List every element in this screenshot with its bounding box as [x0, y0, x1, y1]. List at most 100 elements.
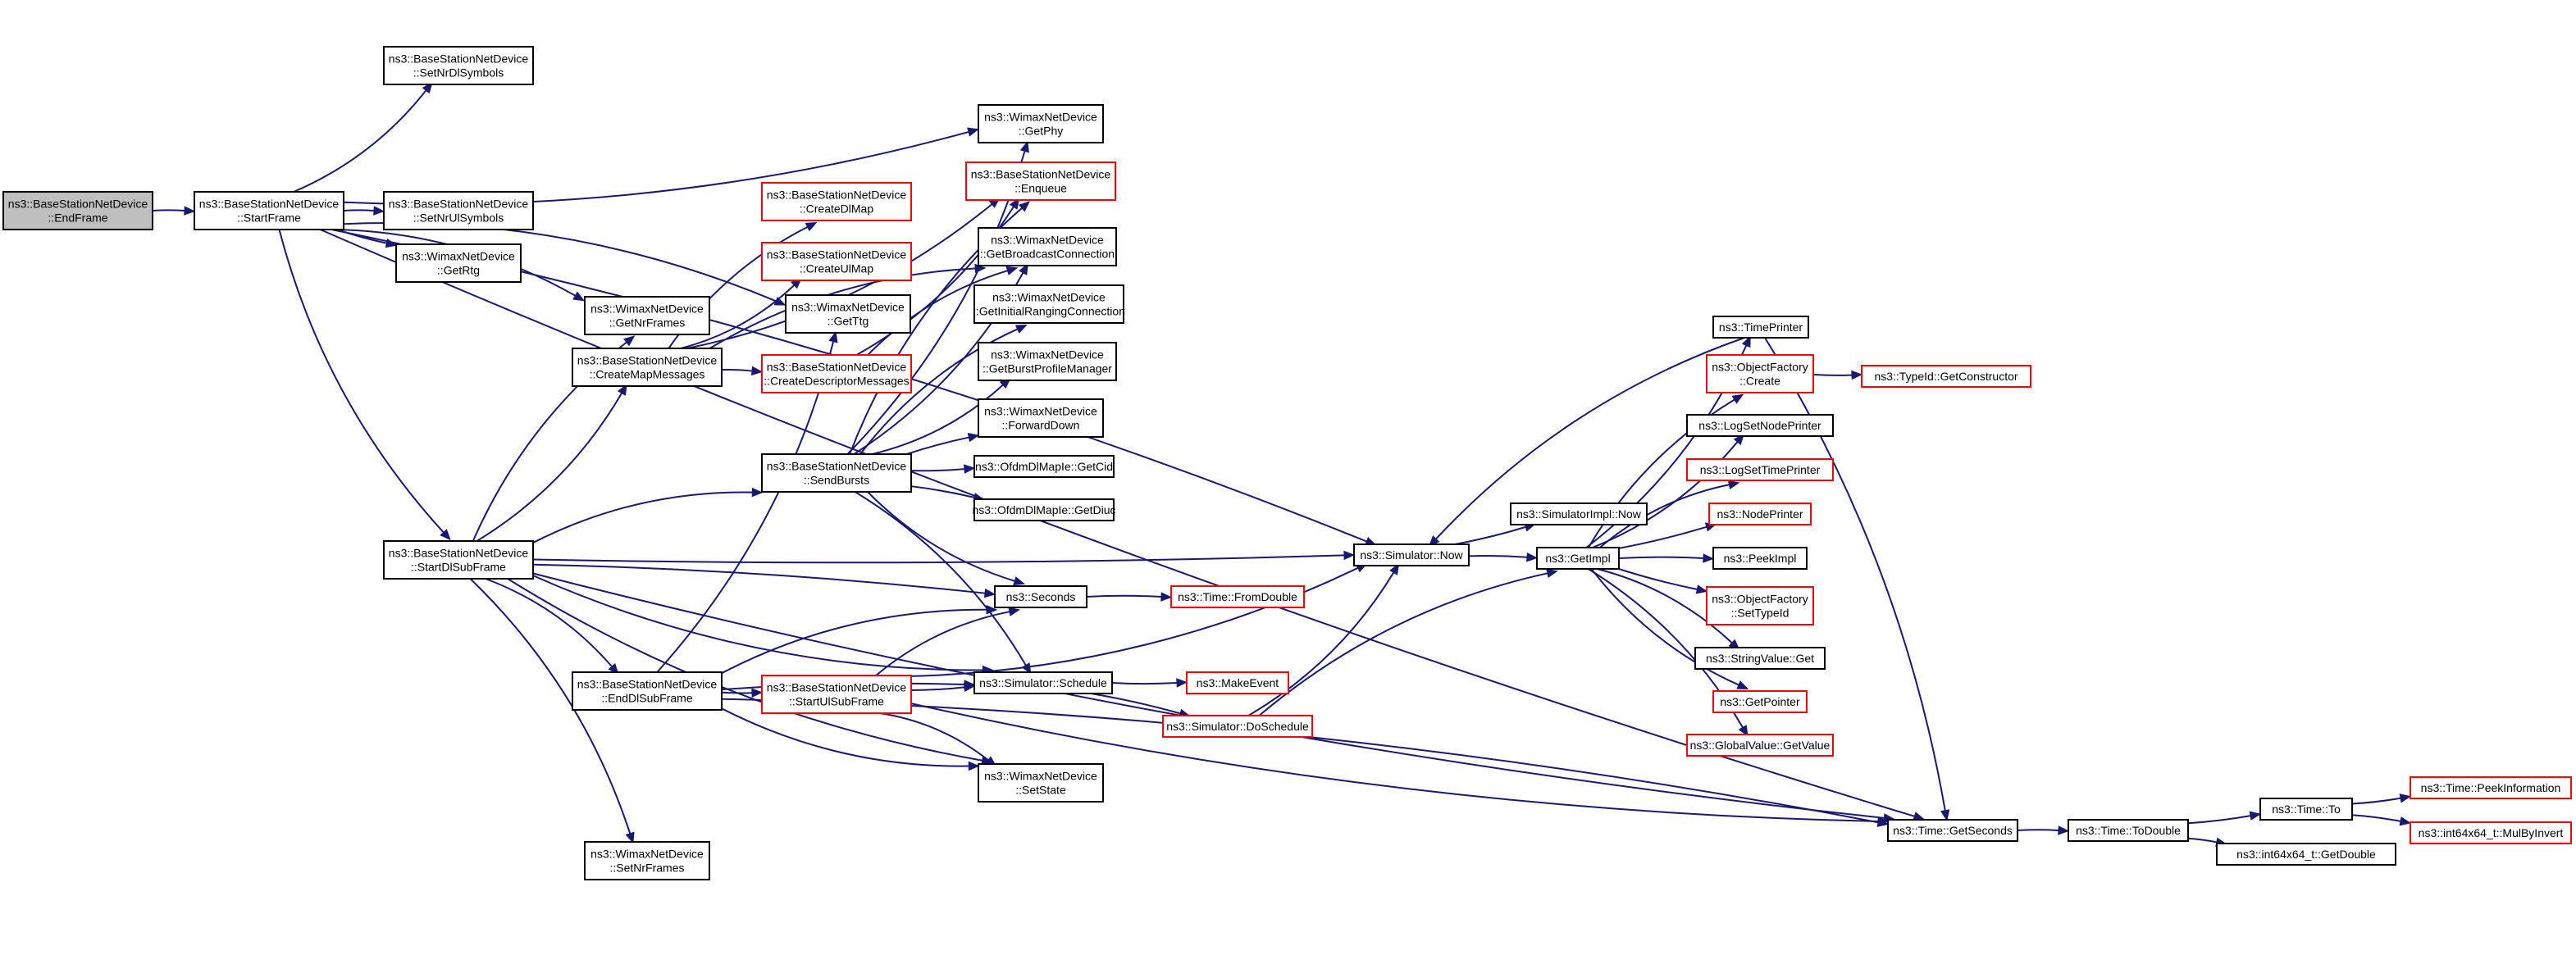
node-getConstructor[interactable]: ns3::TypeId::GetConstructor — [1861, 365, 2031, 388]
node-toDouble[interactable]: ns3::Time::ToDouble — [2068, 819, 2189, 842]
node-mulByInvert[interactable]: ns3::int64x64_t::MulByInvert — [2410, 821, 2572, 844]
node-getPointer[interactable]: ns3::GetPointer — [1712, 690, 1808, 713]
node-getBurstProfileManager[interactable]: ns3::WimaxNetDevice::GetBurstProfileMana… — [978, 342, 1117, 381]
node-box — [584, 296, 710, 335]
arrowhead — [1018, 201, 1031, 212]
edge-sendBursts-to-getInitialRangingConnection — [859, 328, 1019, 455]
node-createDlMap[interactable]: ns3::BaseStationNetDevice::CreateDlMap — [761, 182, 912, 221]
node-getRtg[interactable]: ns3::WimaxNetDevice::GetRtg — [395, 243, 522, 283]
arrowhead — [617, 384, 627, 396]
node-timeTo[interactable]: ns3::Time::To — [2259, 798, 2353, 821]
node-getBroadcastConnection[interactable]: ns3::WimaxNetDevice::GetBroadcastConnect… — [978, 227, 1117, 266]
arrowhead — [1877, 816, 1890, 826]
node-startDlSubFrame[interactable]: ns3::BaseStationNetDevice::StartDlSubFra… — [383, 540, 534, 580]
node-label: ::GetRtg — [437, 264, 480, 277]
node-forwardDown[interactable]: ns3::WimaxNetDevice::ForwardDown — [978, 398, 1104, 438]
node-objFactoryCreate[interactable]: ns3::ObjectFactory::Create — [1706, 354, 1814, 393]
arrowhead — [1851, 370, 1863, 380]
arrowhead — [1019, 263, 1028, 276]
node-setNrDlSymbols[interactable]: ns3::BaseStationNetDevice::SetNrDlSymbol… — [383, 46, 534, 85]
node-peekInformation[interactable]: ns3::Time::PeekInformation — [2410, 776, 2572, 799]
node-simNow[interactable]: ns3::Simulator::Now — [1353, 543, 1470, 566]
node-box — [1162, 715, 1313, 738]
node-createDescriptorMessages[interactable]: ns3::BaseStationNetDevice::CreateDescrip… — [761, 354, 912, 393]
node-label: ns3::SimulatorImpl::Now — [1516, 507, 1642, 521]
node-label: ::EndFrame — [48, 211, 107, 225]
edge-startFrame-to-getSeconds — [320, 229, 1915, 817]
node-makeEvent[interactable]: ns3::MakeEvent — [1186, 671, 1289, 694]
edge-schedule-to-makeEvent — [1111, 682, 1178, 685]
node-peekImpl[interactable]: ns3::PeekImpl — [1712, 547, 1808, 570]
node-label: ::StartDlSubFrame — [411, 561, 506, 574]
node-sendBursts[interactable]: ns3::BaseStationNetDevice::SendBursts — [761, 453, 912, 493]
node-setNrFrames[interactable]: ns3::WimaxNetDevice::SetNrFrames — [584, 841, 710, 880]
arrowhead — [1738, 725, 1748, 737]
node-schedule[interactable]: ns3::Simulator::Schedule — [973, 671, 1113, 694]
node-seconds[interactable]: ns3::Seconds — [994, 585, 1087, 608]
arrowhead — [1741, 335, 1751, 348]
edge-sendBursts-to-getCid — [910, 468, 965, 472]
node-box — [1708, 503, 1812, 525]
arrowhead — [1736, 680, 1749, 689]
node-endFrame[interactable]: ns3::BaseStationNetDevice::EndFrame — [2, 191, 153, 230]
edge-sendBursts-to-seconds — [867, 491, 1015, 582]
node-setState[interactable]: ns3::WimaxNetDevice::SetState — [978, 763, 1104, 803]
node-getDiuc[interactable]: ns3::OfdmDlMapIe::GetDiuc — [972, 498, 1116, 521]
edge-startFrame-to-startDlSubFrame — [278, 229, 445, 534]
node-box — [761, 453, 912, 493]
edge-getImpl-to-getPointer — [1590, 568, 1739, 686]
edge-endDlSubFrame-to-seconds — [721, 608, 987, 675]
node-box — [1887, 819, 2018, 842]
node-globalValueGetValue[interactable]: ns3::GlobalValue::GetValue — [1686, 734, 1834, 757]
edge-timeTo-to-peekInformation — [2351, 797, 2401, 805]
edge-sendBursts-to-schedule — [855, 491, 1027, 666]
arrowhead — [622, 335, 636, 347]
nodes-layer: ns3::BaseStationNetDevice::EndFramens3::… — [2, 46, 2572, 880]
node-getImpl[interactable]: ns3::GetImpl — [1536, 547, 1620, 570]
node-getDouble[interactable]: ns3::int64x64_t::GetDouble — [2216, 843, 2396, 866]
edge-startUlSubFrame-to-simNow — [910, 566, 1359, 677]
node-label: ns3::NodePrinter — [1717, 507, 1803, 521]
node-getCid[interactable]: ns3::OfdmDlMapIe::GetCid — [973, 455, 1115, 478]
node-label: ::SetTypeId — [1731, 607, 1790, 620]
arrowhead — [963, 682, 976, 693]
arrowhead — [1005, 266, 1019, 275]
edge-endDlSubFrame-to-setState — [721, 707, 969, 767]
node-getInitialRangingConnection[interactable]: ns3::WimaxNetDevice::GetInitialRangingCo… — [973, 284, 1125, 324]
node-getNrFrames[interactable]: ns3::WimaxNetDevice::GetNrFrames — [584, 296, 710, 335]
edge-seconds-to-fromDouble — [1086, 594, 1162, 598]
arrowhead — [1727, 480, 1740, 489]
node-startUlSubFrame[interactable]: ns3::BaseStationNetDevice::StartUlSubFra… — [761, 675, 912, 714]
arrowhead — [2399, 816, 2412, 826]
node-setNrUlSymbols[interactable]: ns3::BaseStationNetDevice::SetNrUlSymbol… — [383, 191, 534, 230]
node-fromDouble[interactable]: ns3::Time::FromDouble — [1170, 585, 1305, 608]
node-endDlSubFrame[interactable]: ns3::BaseStationNetDevice::EndDlSubFrame — [572, 671, 723, 711]
node-label: ns3::LogSetTimePrinter — [1700, 463, 1821, 476]
node-enqueue[interactable]: ns3::BaseStationNetDevice::Enqueue — [965, 161, 1116, 201]
edge-startFrame-to-setNrUlSymbols — [343, 209, 375, 211]
node-box — [761, 354, 912, 393]
node-logSetTimePrinter[interactable]: ns3::LogSetTimePrinter — [1686, 458, 1834, 481]
edge-createMapMessages-to-createDescriptorMessages — [721, 369, 753, 372]
node-label: ns3::ObjectFactory — [1712, 593, 1808, 606]
node-startFrame[interactable]: ns3::BaseStationNetDevice::StartFrame — [194, 191, 344, 230]
edge-startFrame-to-setNrDlSymbols — [293, 89, 427, 193]
node-doSchedule[interactable]: ns3::Simulator::DoSchedule — [1162, 715, 1313, 738]
node-box — [395, 243, 522, 283]
node-getTtg[interactable]: ns3::WimaxNetDevice::GetTtg — [785, 294, 911, 334]
node-getSeconds[interactable]: ns3::Time::GetSeconds — [1887, 819, 2018, 842]
node-objFactorySetTypeId[interactable]: ns3::ObjectFactory::SetTypeId — [1706, 586, 1814, 625]
node-timePrinter[interactable]: ns3::TimePrinter — [1712, 316, 1809, 339]
arrowhead — [572, 291, 586, 302]
node-nodePrinter[interactable]: ns3::NodePrinter — [1708, 503, 1812, 525]
node-createUlMap[interactable]: ns3::BaseStationNetDevice::CreateUlMap — [761, 242, 912, 281]
edge-schedule-to-doSchedule — [1090, 693, 1181, 715]
arrowhead — [1008, 607, 1021, 616]
node-simImplNow[interactable]: ns3::SimulatorImpl::Now — [1510, 503, 1648, 525]
edge-timePrinter-to-getSeconds — [1764, 337, 1946, 811]
node-getPhy[interactable]: ns3::WimaxNetDevice::GetPhy — [978, 104, 1104, 143]
node-createMapMessages[interactable]: ns3::BaseStationNetDevice::CreateMapMess… — [572, 348, 723, 387]
node-stringValueGet[interactable]: ns3::StringValue::Get — [1694, 647, 1826, 670]
node-logSetNodePrinter[interactable]: ns3::LogSetNodePrinter — [1686, 414, 1834, 437]
